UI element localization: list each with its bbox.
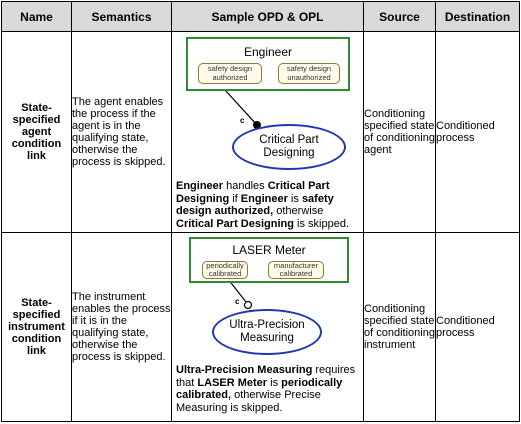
object-name: LASER Meter bbox=[232, 243, 306, 257]
link-label: c bbox=[240, 116, 245, 125]
sample-opd-opl-cell: LASER Meter periodically calibrated manu… bbox=[171, 232, 364, 422]
state-box: manufacturer calibrated bbox=[268, 261, 324, 279]
state-box: periodically calibrated bbox=[202, 261, 248, 279]
table-row: State-specified instrument condition lin… bbox=[1, 232, 520, 422]
opl-part: if bbox=[229, 192, 241, 205]
state-box: safety design authorized bbox=[198, 63, 262, 84]
header-sample-opd-opl: Sample OPD & OPL bbox=[171, 1, 364, 32]
link-name: State-specified instrument condition lin… bbox=[1, 232, 72, 422]
opl-part: requires that bbox=[176, 364, 356, 389]
opl-part: Critical Part Designing bbox=[176, 217, 294, 230]
opl-part: Engineer bbox=[240, 192, 288, 205]
opl-part: otherwise Precise Measuring is skipped. bbox=[176, 389, 321, 414]
object-name: Engineer bbox=[243, 45, 293, 59]
opl-part: periodically calibrated, bbox=[176, 376, 343, 402]
link-semantics: The instrument enables the process if it… bbox=[71, 232, 172, 422]
process-ellipse: Critical Part Designing bbox=[232, 124, 346, 170]
opl-sentence: Engineer handles Critical Part Designing… bbox=[176, 180, 359, 230]
state-box: safety design unauthorized bbox=[278, 63, 340, 84]
object-box: LASER Meter periodically calibrated manu… bbox=[189, 237, 349, 283]
header-row: Name Semantics Sample OPD & OPL Source D… bbox=[1, 1, 520, 32]
link-semantics: The agent enables the process if the age… bbox=[71, 31, 172, 233]
opl-part: handles bbox=[223, 180, 268, 192]
header-semantics: Semantics bbox=[71, 1, 172, 32]
opl-part: otherwise bbox=[273, 205, 324, 217]
object-box: Engineer safety design authorized safety… bbox=[186, 37, 350, 91]
link-destination: Conditioned process bbox=[435, 31, 520, 233]
opl-part: Engineer bbox=[176, 180, 224, 192]
sample-opd-opl-cell: Engineer safety design authorized safety… bbox=[171, 31, 364, 233]
link-name: State-specified agent condition link bbox=[1, 31, 72, 233]
header-name: Name bbox=[1, 1, 72, 32]
opl-part: is bbox=[267, 376, 282, 389]
opl-part: Critical Part Designing bbox=[176, 180, 330, 205]
opl-part: LASER Meter bbox=[197, 376, 268, 389]
header-source: Source bbox=[363, 1, 436, 32]
process-ellipse: Ultra-Precision Measuring bbox=[212, 309, 322, 355]
opl-sentence: Ultra-Precision Measuring requires that … bbox=[176, 364, 359, 414]
opl-part: is bbox=[287, 192, 302, 205]
link-source: Conditioning specified state of conditio… bbox=[363, 232, 436, 422]
header-destination: Destination bbox=[435, 1, 520, 32]
instrument-link-hollow-circle-icon bbox=[243, 300, 253, 310]
link-destination: Conditioned process bbox=[435, 232, 520, 422]
condition-link-line bbox=[224, 89, 258, 126]
opl-part: Ultra-Precision Measuring bbox=[176, 364, 313, 376]
table-row: State-specified agent condition link The… bbox=[1, 31, 520, 233]
link-source: Conditioning specified state of conditio… bbox=[363, 31, 436, 233]
opl-part: safety design authorized, bbox=[176, 192, 334, 218]
link-label: c bbox=[235, 297, 240, 306]
opl-part: is skipped. bbox=[293, 217, 350, 230]
